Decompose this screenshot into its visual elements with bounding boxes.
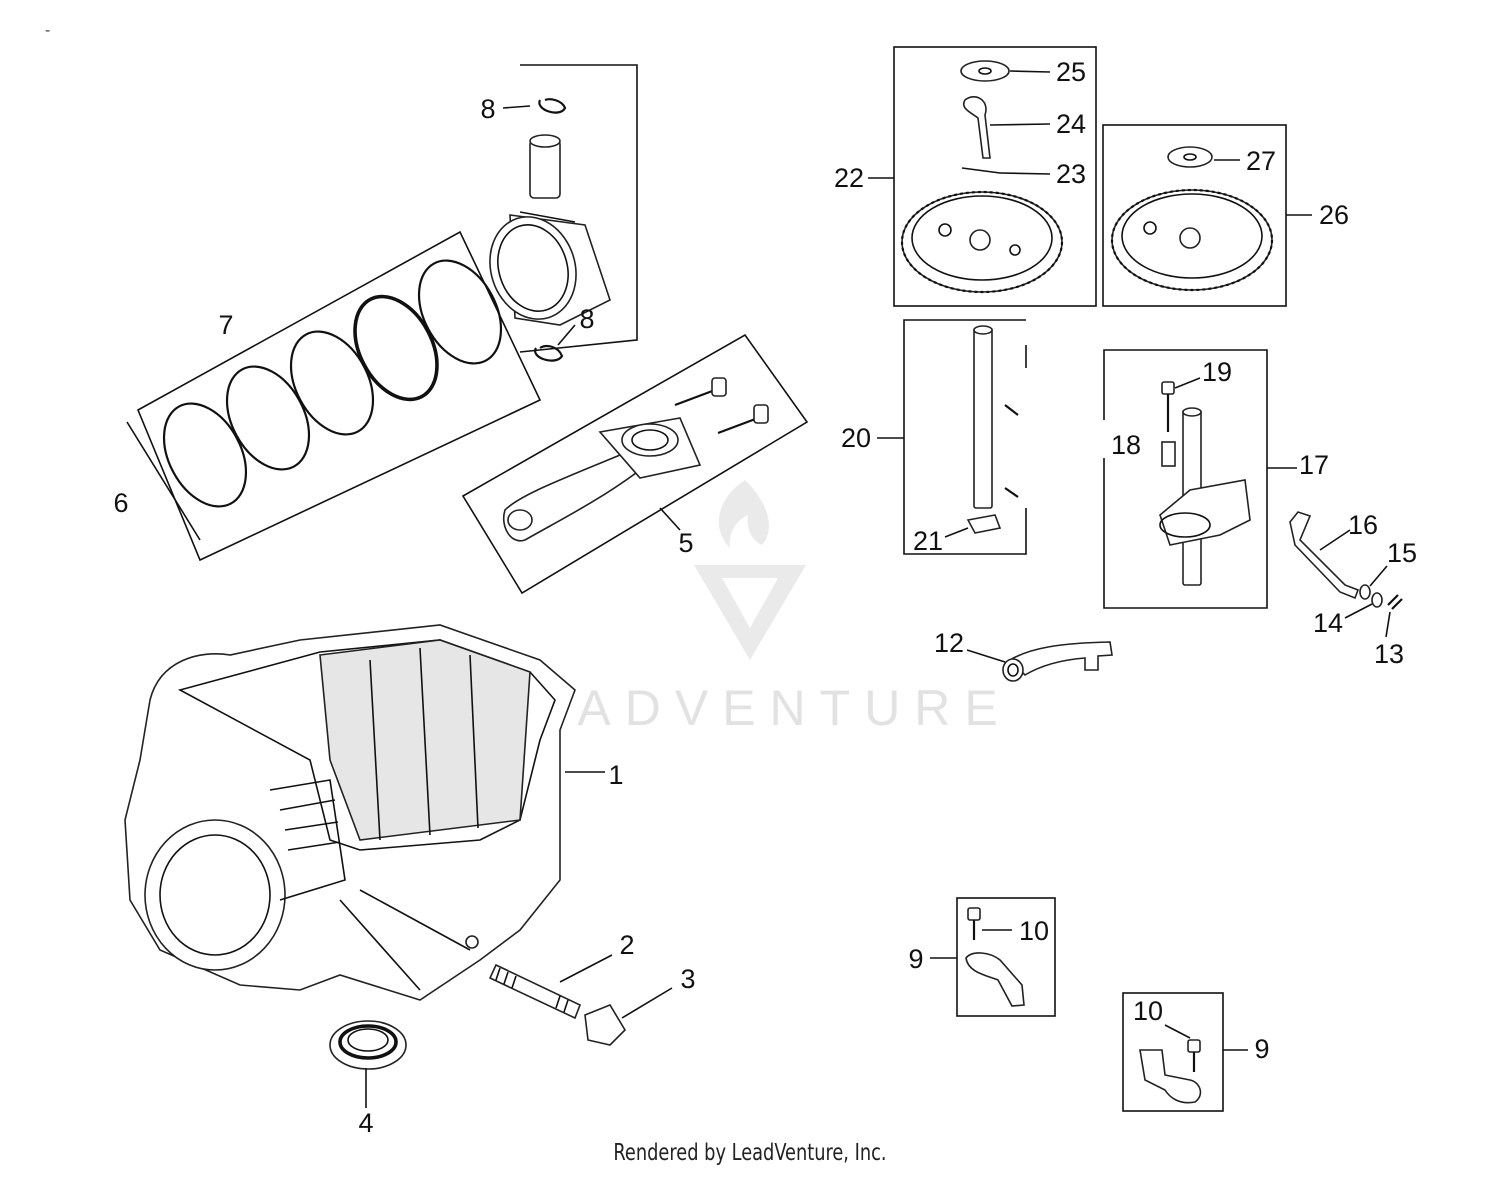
piston-ring-5 — [417, 259, 503, 365]
callout-18: 18 — [1111, 430, 1141, 460]
callout-1: 1 — [608, 760, 623, 790]
oil-pump-group — [1103, 349, 1297, 609]
piston-ring-group — [126, 64, 638, 562]
pin-upper — [1004, 404, 1019, 416]
callout-21: 21 — [913, 526, 943, 556]
callout-15: 15 — [1387, 538, 1417, 568]
pin-23 — [961, 167, 1001, 174]
oil-pump-box — [1103, 349, 1268, 609]
callout-9-upper: 9 — [908, 944, 923, 974]
callout-16: 16 — [1348, 510, 1378, 540]
connecting-rod-group — [461, 333, 809, 595]
callout-3: 3 — [680, 964, 695, 994]
washer-21 — [966, 514, 1002, 534]
callout-20: 20 — [841, 423, 871, 453]
piston-ring-4 — [353, 294, 439, 402]
washer-25 — [960, 60, 1010, 82]
cam-gear-box — [893, 46, 1097, 307]
bracket-group-lower — [1122, 992, 1248, 1112]
callout-7: 7 — [218, 310, 233, 340]
oil-seal — [329, 1020, 407, 1108]
callout-10-lower: 10 — [1133, 996, 1163, 1026]
ring-set-box — [136, 230, 542, 562]
dipstick-tube-group — [1289, 511, 1403, 638]
bracket-box-lower — [1122, 992, 1224, 1112]
callout-17: 17 — [1299, 450, 1329, 480]
rod-bolt-2 — [717, 404, 769, 435]
callout-26: 26 — [1319, 200, 1349, 230]
callout-9-lower: 9 — [1254, 1034, 1269, 1064]
footer-credit: Rendered by LeadVenture, Inc. — [613, 1140, 887, 1166]
callout-19: 19 — [1202, 357, 1232, 387]
clip-13 — [1387, 594, 1403, 610]
callout-14: 14 — [1313, 608, 1343, 638]
washer-14 — [1371, 592, 1383, 608]
callout-27: 27 — [1246, 146, 1276, 176]
bracket-box-upper — [956, 897, 1056, 1017]
pin-clip-bottom — [534, 345, 564, 362]
callout-5: 5 — [678, 528, 693, 558]
governor-shaft-box — [903, 319, 1027, 555]
governor-shaft-20 — [973, 325, 993, 509]
flame-logo-mark — [718, 480, 769, 548]
oil-pump-17 — [1159, 407, 1251, 586]
bracket-group-upper — [930, 897, 1056, 1017]
piston-pin — [529, 134, 561, 199]
callout-10-upper: 10 — [1019, 916, 1049, 946]
callout-8-bottom: 8 — [579, 304, 594, 334]
callout-4: 4 — [358, 1108, 373, 1138]
rod-bolt-1 — [674, 377, 727, 407]
piston-ring-1 — [162, 402, 248, 508]
callout-23: 23 — [1056, 159, 1086, 189]
breather-tube-12 — [966, 641, 1113, 682]
pin-lower — [1004, 487, 1019, 498]
piston-ring-2 — [225, 365, 311, 471]
callout-25: 25 — [1056, 57, 1086, 87]
piston-group-bracket — [519, 64, 638, 353]
v-logo-mark — [694, 565, 806, 660]
piston — [489, 211, 611, 326]
dowel-stud — [488, 954, 613, 1020]
callout-13: 13 — [1374, 639, 1404, 669]
leadventure-watermark: LEADVENTURE — [488, 480, 998, 736]
bracket-9-upper — [965, 952, 1025, 1007]
crankcase — [124, 624, 605, 1001]
callout-labels: 1 2 3 4 5 6 7 8 8 9 9 10 10 12 13 14 15 … — [113, 57, 1417, 1138]
callout-22: 22 — [834, 163, 864, 193]
governor-arm-24 — [962, 96, 991, 159]
callout-2: 2 — [619, 930, 634, 960]
cam-gear-alt-group — [1102, 124, 1312, 307]
header-mark: - — [45, 22, 51, 39]
callout-24: 24 — [1056, 109, 1086, 139]
drain-plug — [584, 987, 673, 1046]
bolt-10-lower — [1164, 1024, 1201, 1072]
cam-gear-group — [868, 46, 1097, 307]
connecting-rod — [503, 417, 702, 542]
bolt-10-upper — [967, 907, 1012, 940]
o-ring-15 — [1359, 584, 1371, 600]
bolt-19 — [1161, 377, 1201, 432]
pin-clip-top — [538, 98, 567, 114]
governor-shaft-group — [877, 319, 1027, 555]
bracket-9-lower — [1139, 1049, 1202, 1104]
callout-6: 6 — [113, 488, 128, 518]
washer-27 — [1167, 146, 1213, 168]
callout-8-top: 8 — [480, 94, 495, 124]
piston-ring-3 — [289, 330, 375, 436]
sleeve-18 — [1161, 441, 1176, 467]
tube-16 — [1289, 511, 1360, 600]
callout-12: 12 — [934, 628, 964, 658]
rod-box — [461, 333, 809, 595]
